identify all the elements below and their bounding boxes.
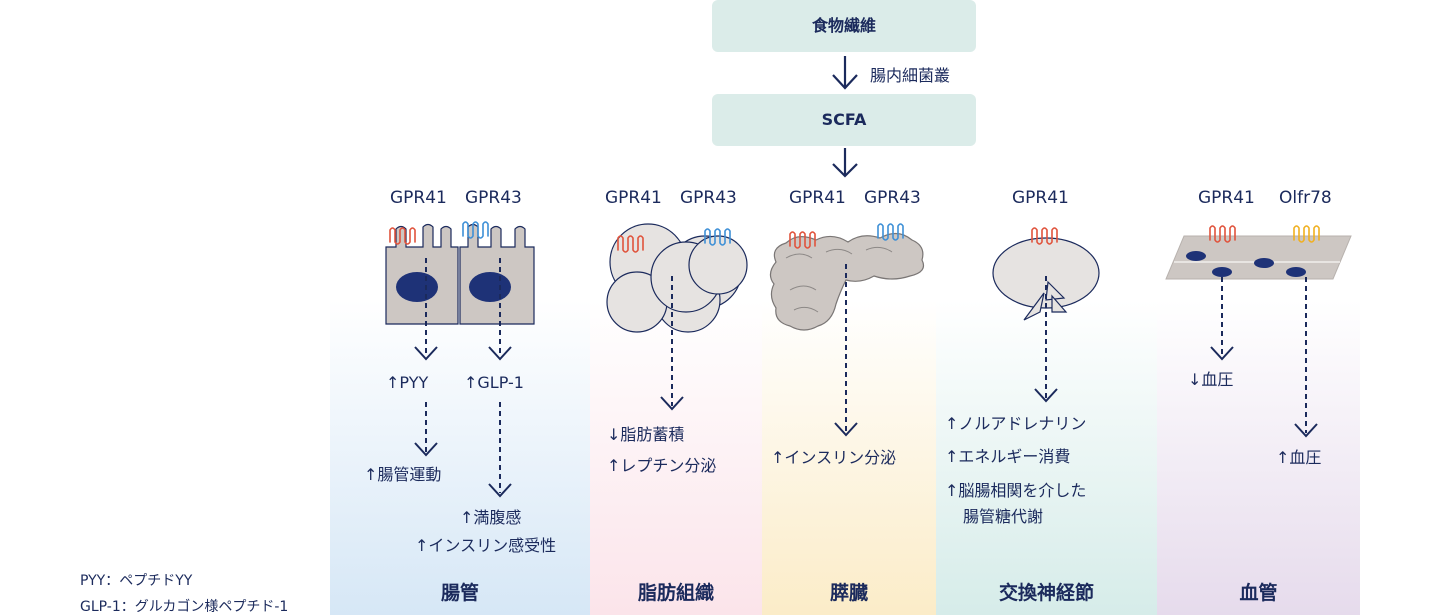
effect-energy-expenditure: ↑エネルギー消費 bbox=[945, 447, 1071, 466]
vessel-title: 血管 bbox=[1239, 582, 1278, 604]
effect-glp1: ↑GLP-1 bbox=[464, 373, 524, 392]
effect-noradrenaline: ↑ノルアドレナリン bbox=[945, 414, 1087, 433]
receptor-label-gpr43-pancreas: GPR43 bbox=[864, 188, 921, 208]
effect-pyy: ↑PYY bbox=[386, 373, 429, 392]
scfa-label: SCFA bbox=[821, 110, 867, 129]
gut-microbiota-label: 腸内細菌叢 bbox=[870, 66, 951, 85]
dietary-fiber-label: 食物繊維 bbox=[811, 16, 876, 35]
ganglion-title: 交換神経節 bbox=[998, 582, 1094, 604]
intestine-title: 腸管 bbox=[440, 582, 479, 604]
adipocyte-cluster bbox=[606, 223, 748, 333]
effect-motility: ↑腸管運動 bbox=[364, 465, 442, 484]
arrow-fiber-to-scfa bbox=[832, 56, 858, 90]
effect-fat-accumulation: ↓脂肪蓄積 bbox=[607, 425, 685, 444]
adipose-column: 脂肪組織 bbox=[590, 300, 762, 615]
effect-insulin-sensitivity: ↑インスリン感受性 bbox=[415, 536, 557, 555]
effect-gut-brain-axis: ↑脳腸相関を介した bbox=[945, 481, 1087, 500]
intestinal-cell-left bbox=[385, 223, 459, 325]
effect-bp-increase: ↑血圧 bbox=[1276, 448, 1322, 467]
pancreas-title: 膵臓 bbox=[829, 582, 868, 604]
receptor-label-gpr41-intestine: GPR41 bbox=[390, 188, 447, 208]
adipose-title: 脂肪組織 bbox=[637, 582, 714, 604]
receptor-label-gpr41-ganglion: GPR41 bbox=[1012, 188, 1069, 208]
intestine-column: 腸管 bbox=[330, 300, 590, 615]
arrow-scfa-to-tissues bbox=[832, 148, 858, 178]
receptor-label-olfr78-vessel: Olfr78 bbox=[1279, 188, 1332, 208]
receptor-label-gpr43-intestine: GPR43 bbox=[465, 188, 522, 208]
dietary-fiber-box: 食物繊維 bbox=[712, 0, 976, 52]
effect-satiety: ↑満腹感 bbox=[460, 508, 522, 527]
receptor-label-gpr43-adipose: GPR43 bbox=[680, 188, 737, 208]
pancreas-shape bbox=[769, 232, 925, 331]
intestinal-cell-right bbox=[459, 223, 535, 325]
effect-leptin-secretion: ↑レプチン分泌 bbox=[607, 456, 717, 475]
receptor-label-gpr41-adipose: GPR41 bbox=[605, 188, 662, 208]
legend-glp1: GLP-1：グルカゴン様ペプチド-1 bbox=[80, 599, 289, 615]
pancreas-column: 膵臓 bbox=[762, 300, 936, 615]
vessel-wall bbox=[1165, 235, 1352, 280]
effect-gut-glucose-metabolism: 腸管糖代謝 bbox=[963, 507, 1044, 526]
effect-insulin-secretion: ↑インスリン分泌 bbox=[771, 448, 897, 467]
vessel-column: 血管 bbox=[1157, 300, 1360, 615]
scfa-box: SCFA bbox=[712, 94, 976, 146]
receptor-label-gpr41-vessel: GPR41 bbox=[1198, 188, 1255, 208]
receptor-label-gpr41-pancreas: GPR41 bbox=[789, 188, 846, 208]
legend-pyy: PYY：ペプチドYY bbox=[80, 573, 193, 589]
effect-bp-decrease: ↓血圧 bbox=[1188, 370, 1234, 389]
